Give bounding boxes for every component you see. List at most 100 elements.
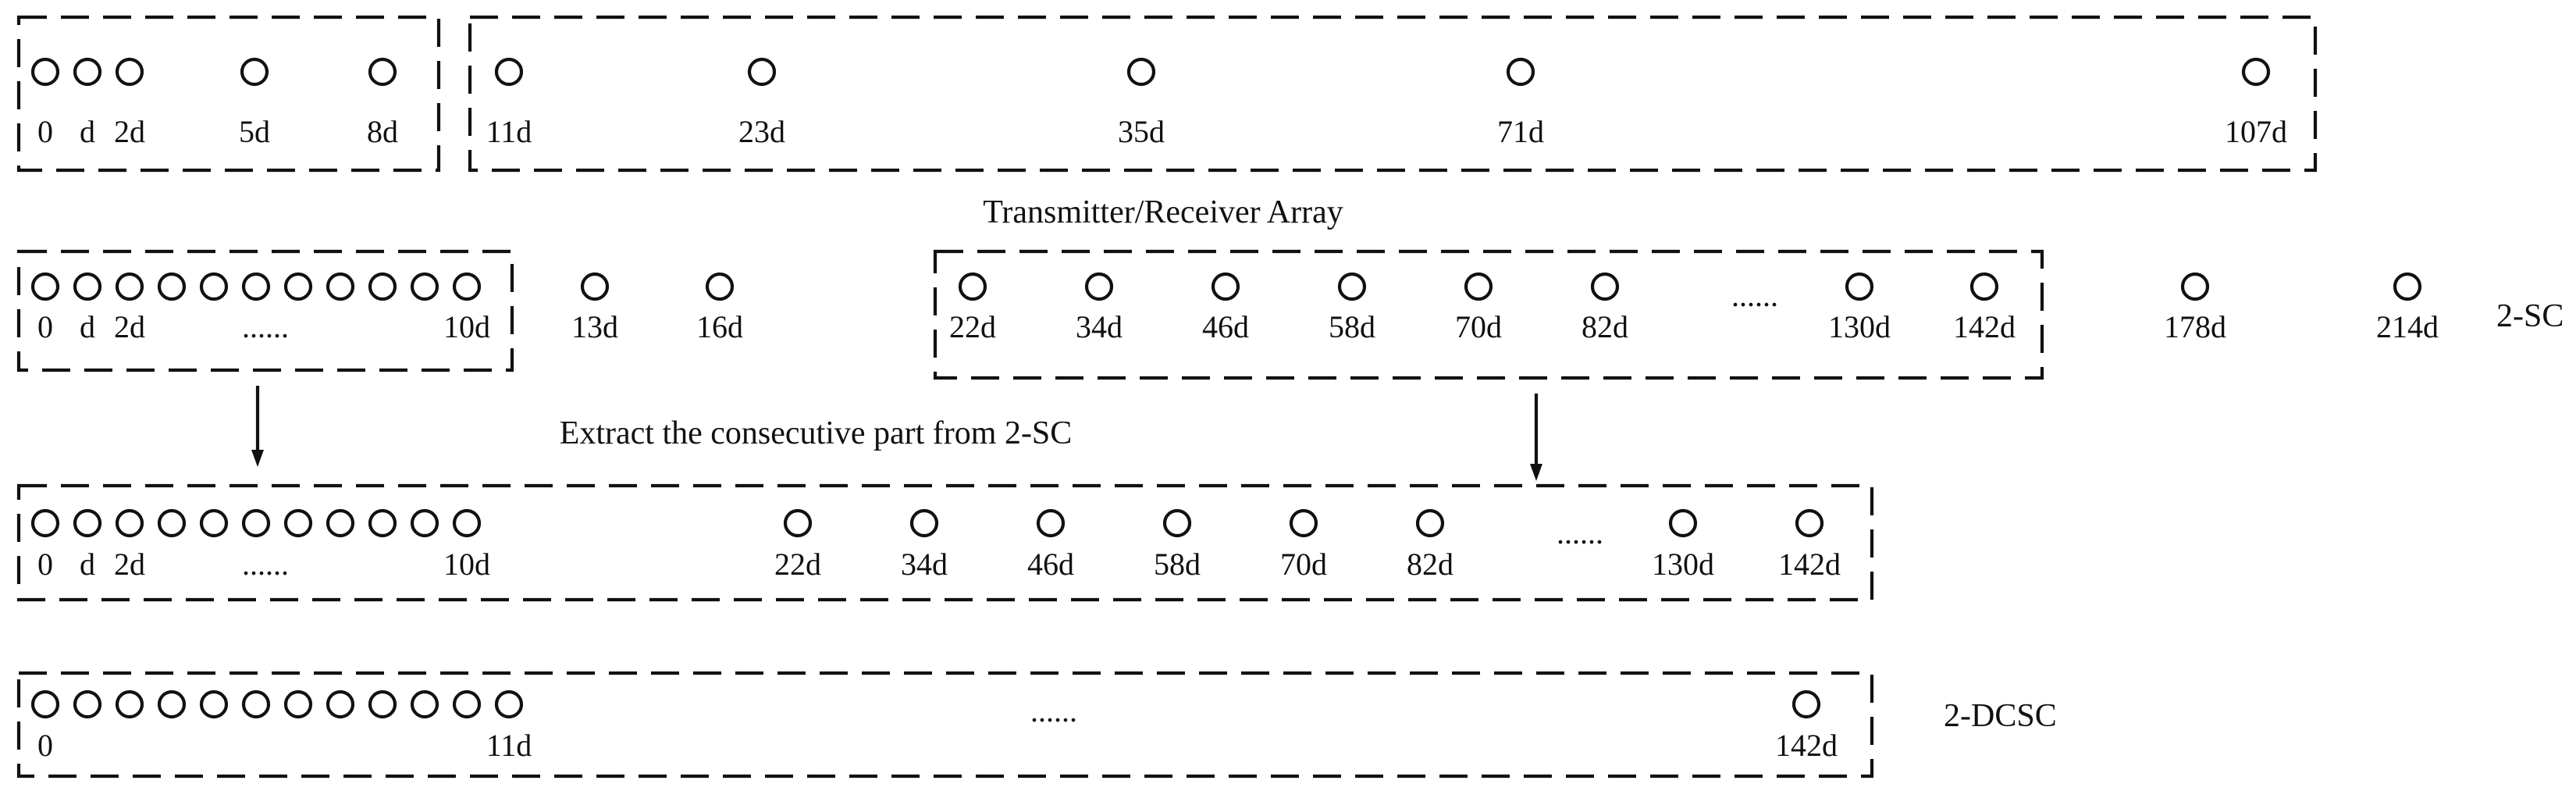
row2-consecutive-element-9 <box>410 272 439 301</box>
row1-box-left <box>16 15 441 173</box>
row2-box-left <box>16 249 514 372</box>
row4-consecutive-element-3 <box>157 689 187 719</box>
row1-element-0 <box>30 57 60 87</box>
row3-label-70d: 70d <box>1280 547 1327 582</box>
row2-label-34d: 34d <box>1076 309 1123 344</box>
row2-consecutive-element-10 <box>452 272 482 301</box>
row1-element-11d <box>494 57 524 87</box>
row2-label-22d: 22d <box>949 309 996 344</box>
row4-consecutive-element-2 <box>115 689 144 719</box>
row1-element-107d <box>2241 57 2271 87</box>
array-elements <box>30 57 2422 719</box>
row3-left-label-2: 2d <box>114 547 145 582</box>
row4-element-142d <box>1791 689 1821 719</box>
row1-element-35d <box>1126 57 1156 87</box>
row1-label-71d: 71d <box>1497 114 1544 149</box>
row4-consecutive-element-8 <box>368 689 397 719</box>
row4-consecutive-element-5 <box>241 689 271 719</box>
row1-element-23d <box>747 57 777 87</box>
row2-element-82d <box>1590 272 1620 301</box>
row2-consecutive-element-0 <box>30 272 60 301</box>
row2-element-178d <box>2180 272 2210 301</box>
row3-left-label-1: d <box>80 547 95 582</box>
row2-left-label-4: 10d <box>443 309 490 344</box>
row2-consecutive-element-7 <box>326 272 355 301</box>
row1-label-23d: 23d <box>738 114 785 149</box>
row2-element-22d <box>958 272 987 301</box>
row1-label-5d: 5d <box>239 114 270 149</box>
row3-label-142d: 142d <box>1778 547 1841 582</box>
row2-label-178d: 178d <box>2164 309 2226 344</box>
row2-label-70d: 70d <box>1455 309 1502 344</box>
row3-element-46d <box>1036 508 1066 538</box>
row2-left-label-0: 0 <box>37 309 53 344</box>
row1-element-2d <box>115 57 144 87</box>
row3-label-34d: 34d <box>901 547 948 582</box>
row3-consecutive-element-10 <box>452 508 482 538</box>
label-2dcsc: 2-DCSC <box>1944 698 2057 734</box>
row2-element-13d <box>580 272 610 301</box>
row3-label-46d: 46d <box>1027 547 1074 582</box>
label-2sc: 2-SC <box>2496 298 2564 334</box>
row4-consecutive-element-4 <box>199 689 229 719</box>
row1-element-71d <box>1506 57 1535 87</box>
row4-label-142d: 142d <box>1775 728 1838 763</box>
row3-label-82d: 82d <box>1407 547 1453 582</box>
row3-box <box>16 483 1874 602</box>
row1-label-107d: 107d <box>2225 114 2287 149</box>
row4-consecutive-element-1 <box>73 689 102 719</box>
row4-label-11d: 11d <box>486 728 532 763</box>
row2-label-214d: 214d <box>2376 309 2439 344</box>
row3-consecutive-element-4 <box>199 508 229 538</box>
row3-left-label-4: 10d <box>443 547 490 582</box>
row2-consecutive-element-8 <box>368 272 397 301</box>
row2-label-46d: 46d <box>1202 309 1249 344</box>
dashed-group-boxes <box>16 15 2318 779</box>
row4-consecutive-element-0 <box>30 689 60 719</box>
row2-left-label-3: ...... <box>242 309 289 344</box>
row2-mid-ellipsis: ...... <box>1731 278 1778 313</box>
row2-consecutive-element-3 <box>157 272 187 301</box>
row3-element-22d <box>783 508 813 538</box>
extract-annotation: Extract the consecutive part from 2-SC <box>560 415 1073 451</box>
row3-consecutive-element-7 <box>326 508 355 538</box>
row1-label-8d: 8d <box>367 114 398 149</box>
row2-consecutive-element-4 <box>199 272 229 301</box>
row2-consecutive-element-2 <box>115 272 144 301</box>
arrows <box>251 386 1542 481</box>
row3-element-58d <box>1162 508 1192 538</box>
row2-label-142d: 142d <box>1953 309 2016 344</box>
row3-label-22d: 22d <box>774 547 821 582</box>
row2-element-46d <box>1211 272 1240 301</box>
row3-element-34d <box>909 508 939 538</box>
row2-label-82d: 82d <box>1582 309 1628 344</box>
row1-element-d <box>73 57 102 87</box>
row1-label-0: 0 <box>37 114 53 149</box>
row3-left-label-3: ...... <box>242 547 289 582</box>
row1-element-8d <box>368 57 397 87</box>
array-caption: Transmitter/Receiver Array <box>983 194 1343 230</box>
row4-ellipsis: ...... <box>1030 693 1077 729</box>
row3-element-142d <box>1795 508 1824 538</box>
row2-element-70d <box>1464 272 1493 301</box>
arrow-left <box>251 386 264 467</box>
row3-consecutive-element-5 <box>241 508 271 538</box>
row3-consecutive-element-9 <box>410 508 439 538</box>
row2-consecutive-element-5 <box>241 272 271 301</box>
row3-element-130d <box>1668 508 1698 538</box>
row3-consecutive-element-1 <box>73 508 102 538</box>
row1-box-right <box>468 15 2318 173</box>
row2-left-label-2: 2d <box>114 309 145 344</box>
row1-label-d: d <box>80 114 95 149</box>
row3-element-70d <box>1289 508 1318 538</box>
row3-consecutive-element-0 <box>30 508 60 538</box>
row3-ellipsis: ...... <box>1557 515 1603 550</box>
row2-label-16d: 16d <box>696 309 743 344</box>
row2-element-16d <box>705 272 735 301</box>
row3-consecutive-element-6 <box>283 508 313 538</box>
row3-consecutive-element-8 <box>368 508 397 538</box>
row1-label-2d: 2d <box>114 114 145 149</box>
row2-label-58d: 58d <box>1329 309 1375 344</box>
